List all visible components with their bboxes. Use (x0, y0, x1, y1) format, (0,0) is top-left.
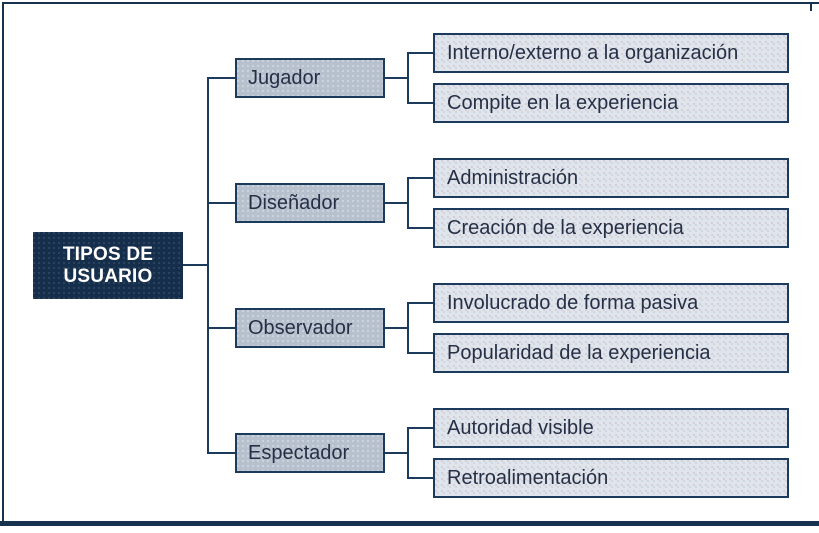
connector-line (407, 102, 433, 104)
leaf-node: Involucrado de forma pasiva (433, 283, 789, 323)
connector-line (407, 427, 433, 429)
category-label: Diseñador (248, 191, 340, 214)
connector-line (407, 177, 409, 229)
leaf-node: Retroalimentación (433, 458, 789, 498)
leaf-label: Administración (447, 166, 579, 189)
category-label: Observador (248, 316, 353, 339)
connector-line (207, 452, 235, 454)
connector-line (407, 302, 409, 354)
connector-line (207, 327, 235, 329)
root-label-line1: TIPOS DE (62, 243, 154, 265)
connector-line (407, 177, 433, 179)
leaf-label: Interno/externo a la organización (447, 41, 739, 64)
connector-line (407, 227, 433, 229)
leaf-node: Compite en la experiencia (433, 83, 789, 123)
frame-border-top (2, 2, 819, 4)
connector-line (207, 77, 235, 79)
category-node-disenador: Diseñador (235, 183, 385, 223)
leaf-node: Interno/externo a la organización (433, 33, 789, 73)
root-node: TIPOS DE USUARIO (33, 232, 183, 299)
connector-line (407, 427, 409, 479)
leaf-label: Involucrado de forma pasiva (447, 291, 699, 314)
leaf-node: Popularidad de la experiencia (433, 333, 789, 373)
category-node-jugador: Jugador (235, 58, 385, 98)
category-node-espectador: Espectador (235, 433, 385, 473)
leaf-label: Autoridad visible (447, 416, 594, 439)
branch-group-disenador: Diseñador Administración Creación de la … (207, 158, 797, 258)
connector-line (207, 202, 235, 204)
leaf-label: Compite en la experiencia (447, 91, 679, 114)
category-node-observador: Observador (235, 308, 385, 348)
frame-border-right (810, 2, 812, 11)
branch-group-espectador: Espectador Autoridad visible Retroalimen… (207, 408, 797, 508)
connector-line (385, 202, 409, 204)
spine-line (207, 77, 209, 454)
category-label: Jugador (248, 66, 321, 89)
leaf-node: Creación de la experiencia (433, 208, 789, 248)
connector-line (407, 52, 433, 54)
leaf-label: Popularidad de la experiencia (447, 341, 711, 364)
root-connector-line (183, 264, 209, 266)
leaf-node: Autoridad visible (433, 408, 789, 448)
category-label: Espectador (248, 441, 350, 464)
connector-line (407, 302, 433, 304)
connector-line (407, 477, 433, 479)
leaf-label: Creación de la experiencia (447, 216, 684, 239)
leaf-label: Retroalimentación (447, 466, 609, 489)
connector-line (407, 52, 409, 104)
connector-line (385, 452, 409, 454)
frame-border-bottom (0, 521, 819, 526)
connector-line (407, 352, 433, 354)
connector-line (385, 77, 409, 79)
frame-border-left (2, 2, 4, 525)
root-label-line2: USUARIO (63, 265, 153, 287)
branch-group-observador: Observador Involucrado de forma pasiva P… (207, 283, 797, 383)
connector-line (385, 327, 409, 329)
leaf-node: Administración (433, 158, 789, 198)
branch-group-jugador: Jugador Interno/externo a la organizació… (207, 33, 797, 133)
